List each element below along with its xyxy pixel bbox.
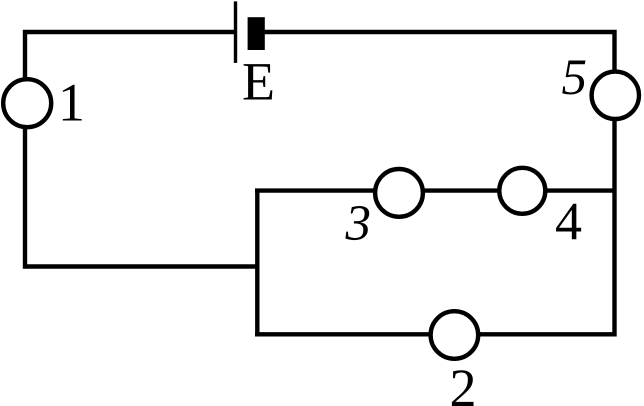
svg-text:1: 1 [58, 72, 85, 132]
svg-text:4: 4 [555, 191, 582, 251]
svg-text:3: 3 [345, 196, 372, 252]
svg-text:E: E [242, 52, 275, 112]
svg-text:2: 2 [450, 358, 477, 406]
svg-text:5: 5 [562, 50, 588, 106]
